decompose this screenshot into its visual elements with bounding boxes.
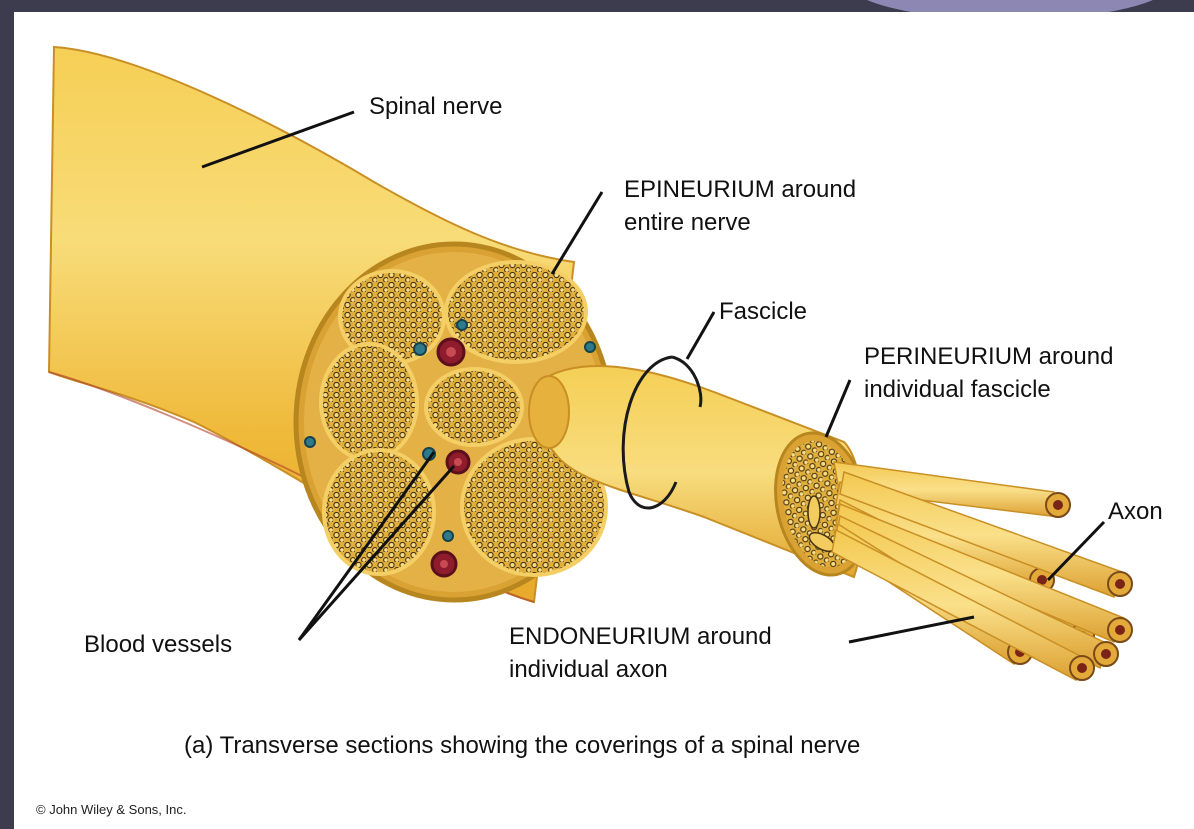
leader-epineurium xyxy=(552,192,602,274)
label-axon: Axon xyxy=(1108,497,1163,527)
label-endoneurium-line1: ENDONEURIUM around xyxy=(509,622,772,652)
fascicle-section xyxy=(426,369,522,445)
fascicle-section xyxy=(446,262,586,362)
label-perineurium-line1: PERINEURIUM around xyxy=(864,342,1113,372)
label-spinal-nerve: Spinal nerve xyxy=(369,92,502,122)
nerve-illustration xyxy=(14,12,1194,829)
label-epineurium-line2: entire nerve xyxy=(624,208,751,238)
label-perineurium-line2: individual fascicle xyxy=(864,375,1051,405)
leader-perineurium xyxy=(826,380,850,437)
leader-endoneurium xyxy=(849,617,974,642)
label-fascicle: Fascicle xyxy=(719,297,807,327)
fascicle-section xyxy=(321,344,417,460)
label-blood-vessels: Blood vessels xyxy=(84,630,232,660)
copyright-notice: © John Wiley & Sons, Inc. xyxy=(36,802,186,817)
fascicle-section xyxy=(324,450,434,574)
figure-caption: (a) Transverse sections showing the cove… xyxy=(184,732,860,760)
diagram-canvas: Spinal nerve EPINEURIUM around entire ne… xyxy=(14,12,1194,829)
axon-bundle xyxy=(832,462,1132,680)
leader-fascicle xyxy=(687,312,714,359)
label-endoneurium-line2: individual axon xyxy=(509,655,668,685)
label-epineurium-line1: EPINEURIUM around xyxy=(624,175,856,205)
